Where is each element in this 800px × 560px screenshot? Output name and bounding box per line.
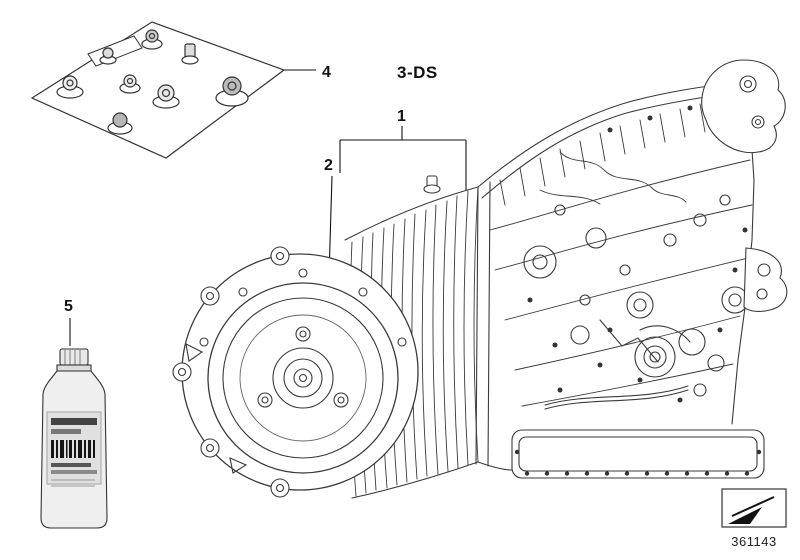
callout-line-1 xyxy=(339,126,467,190)
callout-5[interactable]: 5 xyxy=(64,298,73,315)
fastener-grommet-large-icon xyxy=(215,76,249,107)
callout-1[interactable]: 1 xyxy=(397,108,406,125)
fastener-cylinder-plug-icon xyxy=(181,43,199,65)
bell-housing xyxy=(172,246,419,498)
transmission-case xyxy=(475,59,788,479)
drawing-number: 361143 xyxy=(731,534,776,549)
callout-2[interactable]: 2 xyxy=(324,157,333,174)
direction-arrow-icon xyxy=(721,488,787,528)
fastener-hex-plug-icon xyxy=(152,84,180,109)
fastener-dome-plug-icon xyxy=(141,29,163,50)
flange-bolts xyxy=(199,268,407,347)
bolt-dots xyxy=(527,105,748,403)
side-bracket xyxy=(743,247,788,312)
torque-converter xyxy=(207,282,399,474)
mounting-ear xyxy=(701,59,786,154)
automatic-transmission-illustration xyxy=(172,59,788,499)
oil-pan xyxy=(511,429,765,479)
fastener-grommet-icon xyxy=(107,112,133,135)
variant-code-label: 3-DS xyxy=(397,63,438,82)
flange-lugs xyxy=(172,246,290,498)
casting-mark xyxy=(185,343,204,362)
barcode-icon xyxy=(51,440,95,458)
fastener-nut-icon xyxy=(119,74,141,94)
fastener-cap-icon xyxy=(99,47,117,65)
seal-kit-tray-icon xyxy=(30,21,286,159)
oil-bottle-icon xyxy=(40,348,108,529)
fastener-plug-icon xyxy=(56,75,84,99)
breather-plug xyxy=(423,175,441,194)
casting-mark xyxy=(229,457,248,474)
callout-4[interactable]: 4 xyxy=(322,64,331,81)
